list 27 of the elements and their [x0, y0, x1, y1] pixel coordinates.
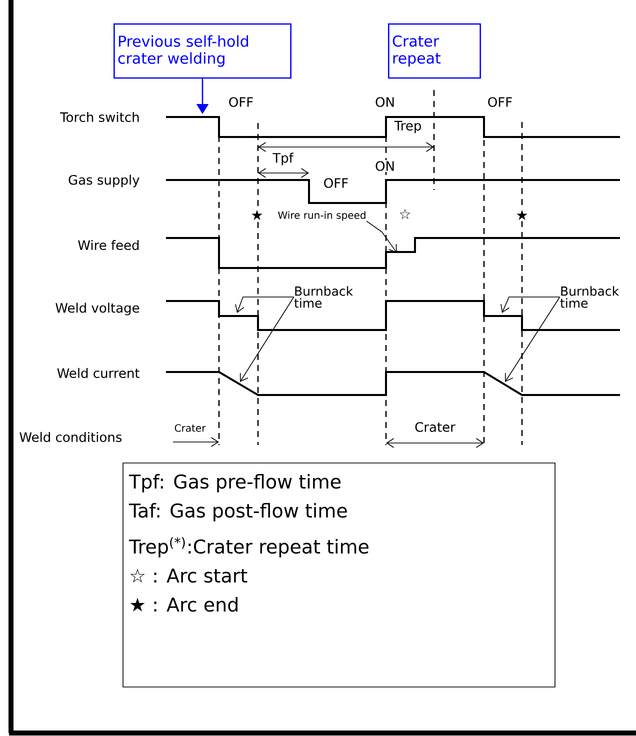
signal-name: Weld current [56, 366, 141, 380]
state-label: ON [374, 96, 396, 108]
state-label: OFF [486, 96, 514, 108]
leader-line [505, 296, 560, 382]
annotation-text: Burnback time [294, 286, 354, 308]
state-label: ON [374, 160, 396, 172]
annotation-text: Wire run-in speed [278, 211, 366, 221]
callout-box: Crater repeat [388, 23, 481, 79]
dimension-label: Trep [393, 120, 423, 134]
dimension-label: Tpf [272, 152, 294, 166]
state-label: OFF [322, 177, 350, 189]
annotation-text: Burnback time [560, 286, 620, 308]
leader-line [366, 220, 397, 253]
leader-line [235, 296, 294, 313]
state-label: OFF [227, 96, 255, 108]
signal-name: Torch switch [59, 110, 141, 124]
callout-box: Previous self-hold crater welding [114, 23, 292, 79]
dimension-label: Crater [414, 421, 456, 433]
dimension-label: Crater [173, 423, 207, 433]
signal-name: Weld conditions [18, 430, 124, 444]
leader-line [500, 296, 560, 313]
arc-start-star: ☆ [398, 208, 412, 220]
signal-name: Weld voltage [54, 302, 141, 316]
legend-box: Tpf: Gas pre-flow time Taf: Gas post-flow time Trep$^{(*)}$:Crater repeat time ☆ : Arc start ★ : Arc end [122, 462, 556, 688]
signal-name: Gas supply [67, 174, 141, 188]
leader-line [240, 296, 294, 382]
signal-name: Wire feed [76, 238, 141, 252]
